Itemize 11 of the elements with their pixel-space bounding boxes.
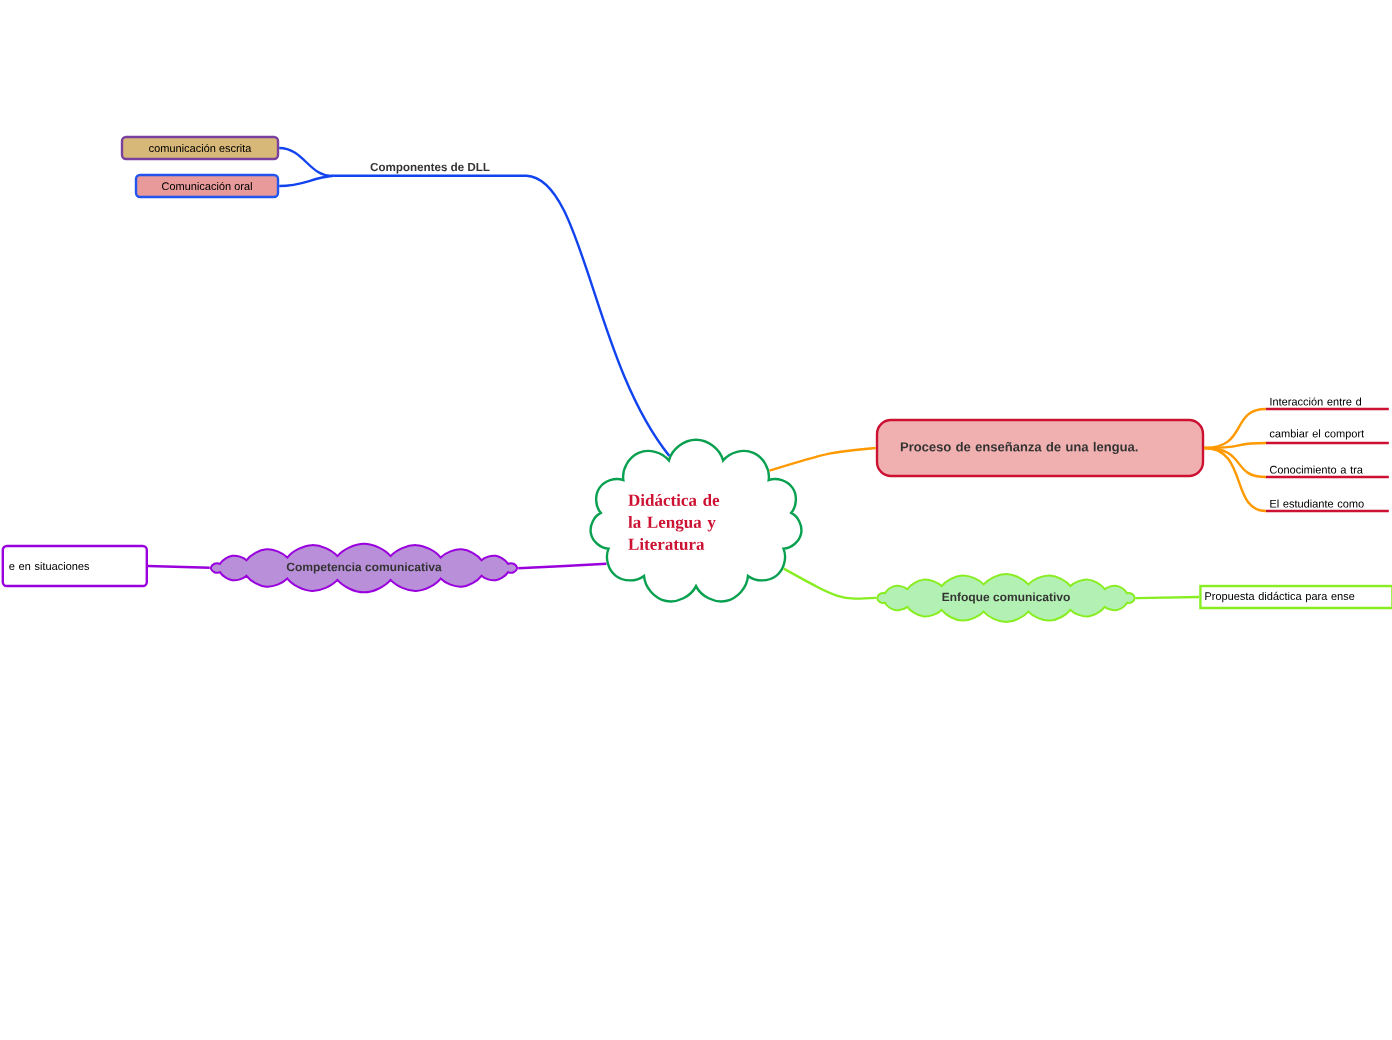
connector [783, 567, 877, 600]
connector [279, 146, 334, 177]
connector [518, 562, 607, 570]
connector [1135, 595, 1200, 600]
connector [333, 174, 671, 457]
connector [147, 564, 210, 569]
connector [769, 446, 876, 472]
connector [1204, 407, 1267, 450]
cloud-node: Didáctica de la Lengua y Literatura [589, 438, 803, 603]
connector [1204, 446, 1267, 513]
connector [279, 174, 334, 188]
